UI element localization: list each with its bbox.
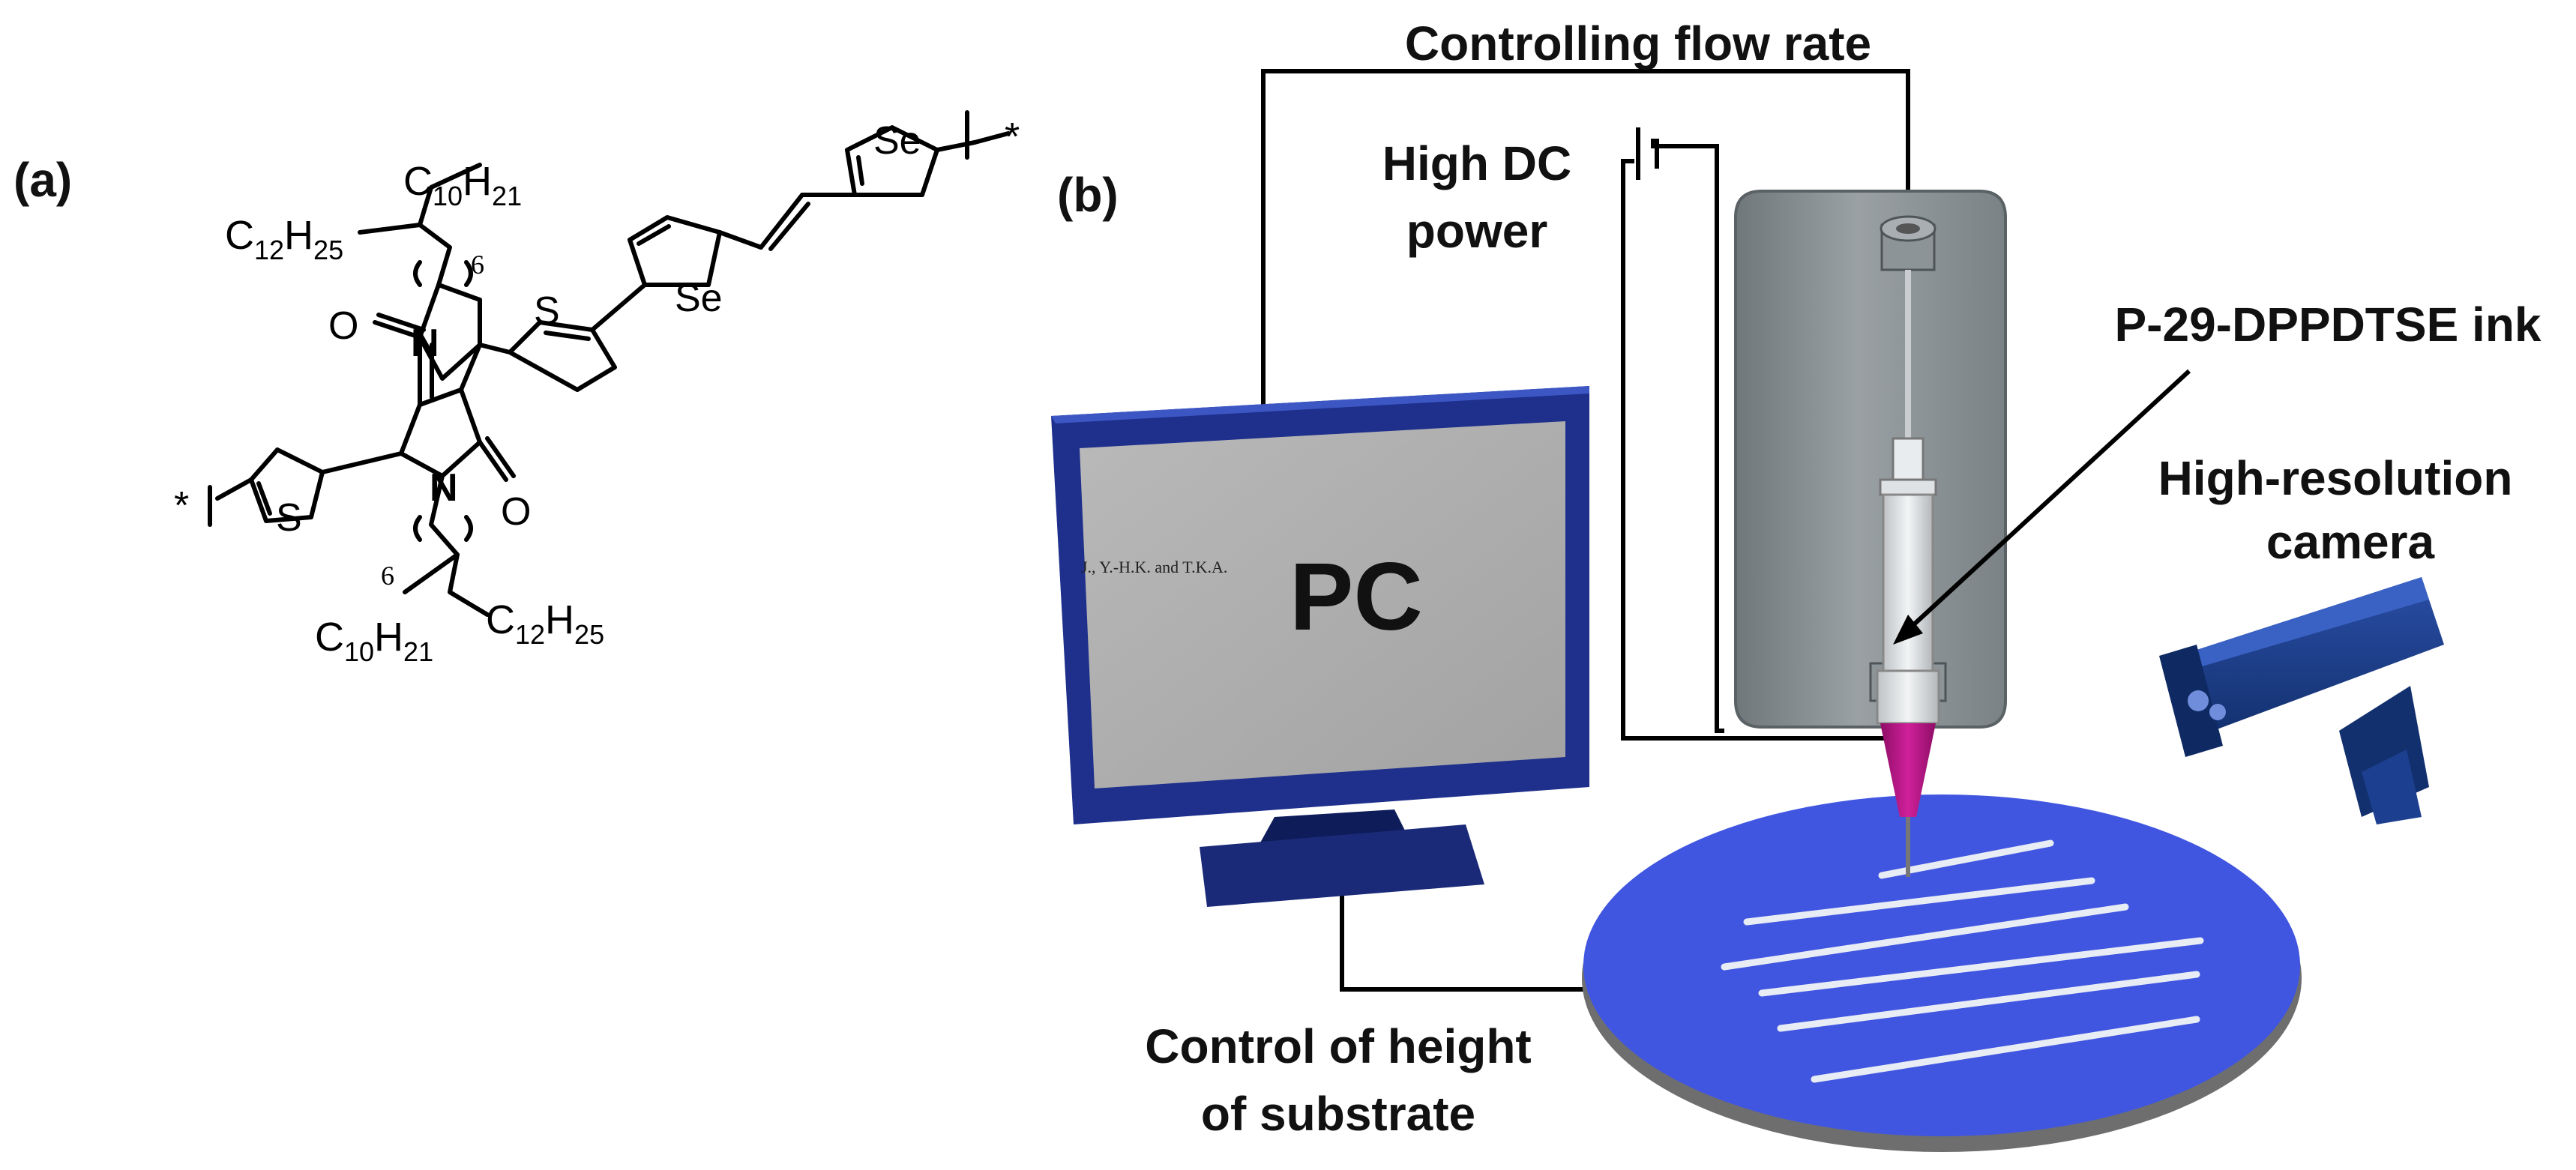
atom-labels: O O N N S S Se Se * * — [174, 115, 1020, 540]
monitor: J., Y.-H.K. and T.K.A. PC — [1051, 386, 1589, 907]
panel-b: (b) J., Y.-H.K. and T.K.A. PC — [1051, 16, 2542, 1152]
battery-icon — [1636, 127, 1659, 180]
high-dc-label-line1: High DC — [1382, 136, 1571, 190]
chain-label-top-right: C10H21 — [403, 159, 522, 211]
dpp-ring-bottom — [399, 388, 482, 478]
screen-watermark: J., Y.-H.K. and T.K.A. — [1081, 558, 1227, 576]
camera-label-line2: camera — [2266, 515, 2435, 569]
camera-icon — [2159, 577, 2444, 824]
chain-label-bottom-left: C10H21 — [315, 615, 433, 667]
panel-b-label: (b) — [1057, 168, 1119, 222]
syringe-pump — [1734, 190, 2007, 729]
repeat-count-top: 6 — [471, 250, 484, 280]
dpp-ring-top — [418, 283, 482, 381]
ink-label: P-29-DPPDTSE ink — [2114, 298, 2541, 352]
atom-o-bottom: O — [501, 490, 531, 534]
star-left: * — [174, 484, 189, 528]
thiophene-right-1 — [508, 320, 617, 392]
atom-s-left: S — [276, 496, 302, 540]
molecule-structure — [208, 110, 1011, 617]
ink-arrow-head — [1893, 615, 1923, 645]
camera-label-line1: High-resolution — [2158, 451, 2513, 505]
atom-n-bottom: N — [430, 466, 458, 510]
atom-se-1: Se — [675, 277, 723, 320]
substrate-disk — [1583, 794, 2300, 1136]
dc-wire-right — [1651, 139, 1724, 733]
thiophene-left — [249, 447, 325, 523]
high-dc-label-line2: power — [1406, 204, 1547, 258]
atom-n-top: N — [411, 322, 439, 365]
flow-rate-wire — [1261, 69, 1910, 405]
pump-body — [1734, 190, 2007, 729]
needle-tip — [1880, 723, 1936, 817]
panel-a-label: (a) — [13, 153, 72, 207]
star-right: * — [1005, 115, 1020, 159]
monitor-base — [1200, 824, 1484, 907]
atom-o-top: O — [328, 304, 358, 348]
atom-s-right: S — [534, 289, 560, 333]
control-height-label-line1: Control of height — [1145, 1019, 1531, 1073]
atom-se-2: Se — [873, 119, 921, 163]
repeat-count-bottom: 6 — [381, 561, 394, 591]
ink-arrow — [1902, 369, 2191, 636]
camera-body — [2167, 577, 2444, 738]
selenophene-2 — [845, 125, 939, 197]
monitor-screen — [1080, 421, 1565, 788]
panel-a: (a) — [13, 110, 1020, 667]
syringe — [1876, 437, 1940, 877]
pc-label: PC — [1289, 543, 1423, 651]
chain-label-bottom-right: C12H25 — [486, 597, 604, 650]
dc-wire-left — [1621, 159, 1889, 741]
controlling-flow-rate-label: Controlling flow rate — [1405, 16, 1871, 70]
selenophene-1 — [628, 215, 722, 287]
chain-label-top-left: C12H25 — [225, 213, 343, 265]
substrate-stage — [1582, 794, 2302, 1152]
control-height-label-line2: of substrate — [1201, 1087, 1475, 1141]
